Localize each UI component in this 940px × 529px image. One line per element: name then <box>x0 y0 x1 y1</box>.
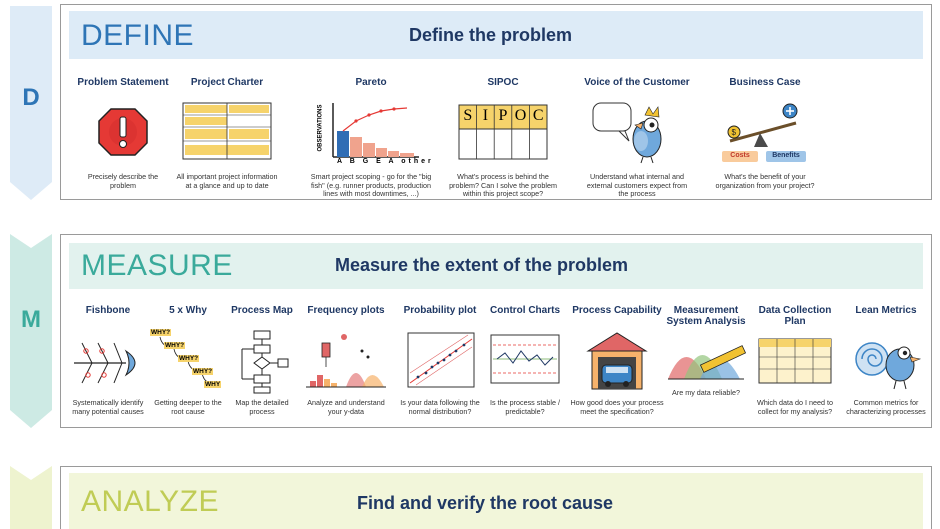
tool-desc: Are my data reliable? <box>672 388 740 397</box>
histogram-icon <box>304 329 388 395</box>
tool-desc: Map the detailed process <box>235 398 289 416</box>
tool-desc: What's the benefit of your organization … <box>715 172 815 190</box>
pareto-chart-icon: OBSERVATIONS A B G E A other <box>317 101 431 167</box>
why-chain-icon: WHY? WHY? WHY? WHY? WHY <box>150 329 226 395</box>
tool-name: 5 x Why <box>169 305 207 316</box>
measure-box: MEASURE Measure the extent of the proble… <box>60 234 932 428</box>
tool-control-charts[interactable]: Control Charts Is the process stable / p… <box>485 305 565 416</box>
tool-name: Fishbone <box>85 305 131 316</box>
why-word: WHY <box>204 381 222 388</box>
tool-name: Measurement System Analysis <box>666 305 746 327</box>
tool-desc: Understand what internal and external cu… <box>586 172 688 198</box>
tool-sipoc[interactable]: SIPOC S I P O C What's proce <box>449 77 557 199</box>
tool-pareto[interactable]: Pareto OBSERVATIONS <box>305 77 437 199</box>
speech-bird-icon <box>589 101 685 167</box>
sipoc-board-icon: S I P O C <box>457 101 549 163</box>
tool-project-charter[interactable]: Project Charter All important project in… <box>173 77 281 190</box>
define-letter: D <box>22 84 40 111</box>
tool-name: Business Case <box>729 77 801 88</box>
tool-desc: Systematically identify many potential c… <box>72 398 144 416</box>
tool-business-case[interactable]: Business Case $ Costs Benefits What's th… <box>707 77 823 190</box>
tool-probability-plot[interactable]: Probability plot Is your data <box>397 305 483 416</box>
tool-problem-statement[interactable]: Problem Statement Precisely describe the… <box>75 77 171 190</box>
measure-letter: M <box>21 306 41 333</box>
why-word: WHY? <box>178 355 200 362</box>
sipoc-letter: O <box>514 107 527 124</box>
sipoc-letter: C <box>532 107 544 124</box>
tool-name: SIPOC <box>487 77 519 88</box>
tool-name: Control Charts <box>490 305 560 316</box>
svg-text:$: $ <box>732 128 737 137</box>
tool-name: Process Map <box>231 305 293 316</box>
tool-desc: Which data do I need to collect for my a… <box>757 398 833 416</box>
stop-sign-icon <box>93 101 153 163</box>
tool-desc: Analyze and understand your y-data <box>307 398 385 416</box>
analyze-header-band: ANALYZE Find and verify the root cause <box>69 473 923 529</box>
control-chart-icon <box>487 329 563 395</box>
sipoc-letter: I <box>482 107 489 124</box>
measure-header-band: MEASURE Measure the extent of the proble… <box>69 243 923 289</box>
why-word: WHY? <box>192 368 214 375</box>
calendar-table-icon <box>755 329 835 395</box>
tool-name: Frequency plots <box>307 305 385 316</box>
probability-plot-icon <box>402 329 478 395</box>
tool-desc: Common metrics for characterizing proces… <box>846 398 926 416</box>
tool-name: Process Capability <box>572 305 662 316</box>
charter-table-icon <box>179 101 275 163</box>
tool-process-map[interactable]: Process Map <box>227 305 297 416</box>
tool-frequency-plots[interactable]: Frequency plots Analyze and un <box>301 305 391 416</box>
sipoc-letters: S I P O C <box>459 107 547 125</box>
measure-chevron: M <box>10 234 52 430</box>
sipoc-letter: P <box>498 107 508 124</box>
tool-lean-metrics[interactable]: Lean Metrics Common metrics for characte… <box>841 305 931 416</box>
pareto-axis-label: OBSERVATIONS <box>317 104 324 152</box>
flowchart-icon <box>232 329 292 395</box>
measure-subtitle: Measure the extent of the problem <box>335 255 629 275</box>
tool-process-capability[interactable]: Process Capability How good does your pr… <box>565 305 669 416</box>
define-title: DEFINE <box>81 19 195 52</box>
tool-fishbone[interactable]: Fishbone Systematically identi <box>65 305 151 416</box>
sipoc-letter: S <box>463 107 473 124</box>
tool-voice-of-customer[interactable]: Voice of the Customer Understand what in… <box>581 77 693 199</box>
analyze-title: ANALYZE <box>81 485 219 518</box>
tool-desc: Getting deeper to the root cause <box>154 398 222 416</box>
define-chevron: D <box>10 6 52 202</box>
tool-desc: How good does your process meet the spec… <box>570 398 664 416</box>
define-header-band: DEFINE Define the problem <box>69 11 923 59</box>
spiral-bird-icon <box>848 329 924 395</box>
seesaw-benefits-label: Benefits <box>772 152 800 159</box>
tool-desc: What's process is behind the problem? Ca… <box>449 172 557 198</box>
tool-name: Probability plot <box>403 305 477 316</box>
pareto-categories: A B G E A other <box>337 158 434 165</box>
analyze-box: ANALYZE Find and verify the root cause <box>60 466 932 529</box>
tool-data-collection-plan[interactable]: Data Collection Plan Which data do I nee… <box>749 305 841 416</box>
tool-desc: Is your data following the normal distri… <box>400 398 480 416</box>
measurement-curve-icon <box>666 329 747 385</box>
tool-desc: Precisely describe the problem <box>87 172 159 190</box>
define-box: DEFINE Define the problem Problem Statem… <box>60 4 932 200</box>
analyze-chevron <box>10 466 52 529</box>
tool-desc: All important project information at a g… <box>176 172 278 190</box>
analyze-subtitle: Find and verify the root cause <box>357 493 614 513</box>
tool-desc: Is the process stable / predictable? <box>490 398 560 416</box>
why-word: WHY? <box>164 342 186 349</box>
seesaw-costs-label: Costs <box>730 152 750 159</box>
tool-name: Lean Metrics <box>855 305 917 316</box>
tool-msa[interactable]: Measurement System Analysis Are my data … <box>665 305 747 398</box>
fishbone-icon <box>68 329 148 395</box>
tool-name: Project Charter <box>190 77 264 88</box>
define-subtitle: Define the problem <box>409 25 573 45</box>
tool-desc: Smart project scoping - go for the "big … <box>310 172 432 198</box>
tool-5-why[interactable]: 5 x Why WHY? WHY? WHY? WHY? WHY Getting … <box>149 305 227 416</box>
measure-title: MEASURE <box>81 249 233 282</box>
seesaw-icon: $ Costs Benefits <box>720 101 810 165</box>
tool-name: Voice of the Customer <box>584 77 690 88</box>
tool-name: Data Collection Plan <box>758 305 832 327</box>
why-word: WHY? <box>150 329 172 336</box>
tool-name: Pareto <box>355 77 387 88</box>
garage-car-icon <box>584 329 650 395</box>
tool-name: Problem Statement <box>77 77 169 88</box>
